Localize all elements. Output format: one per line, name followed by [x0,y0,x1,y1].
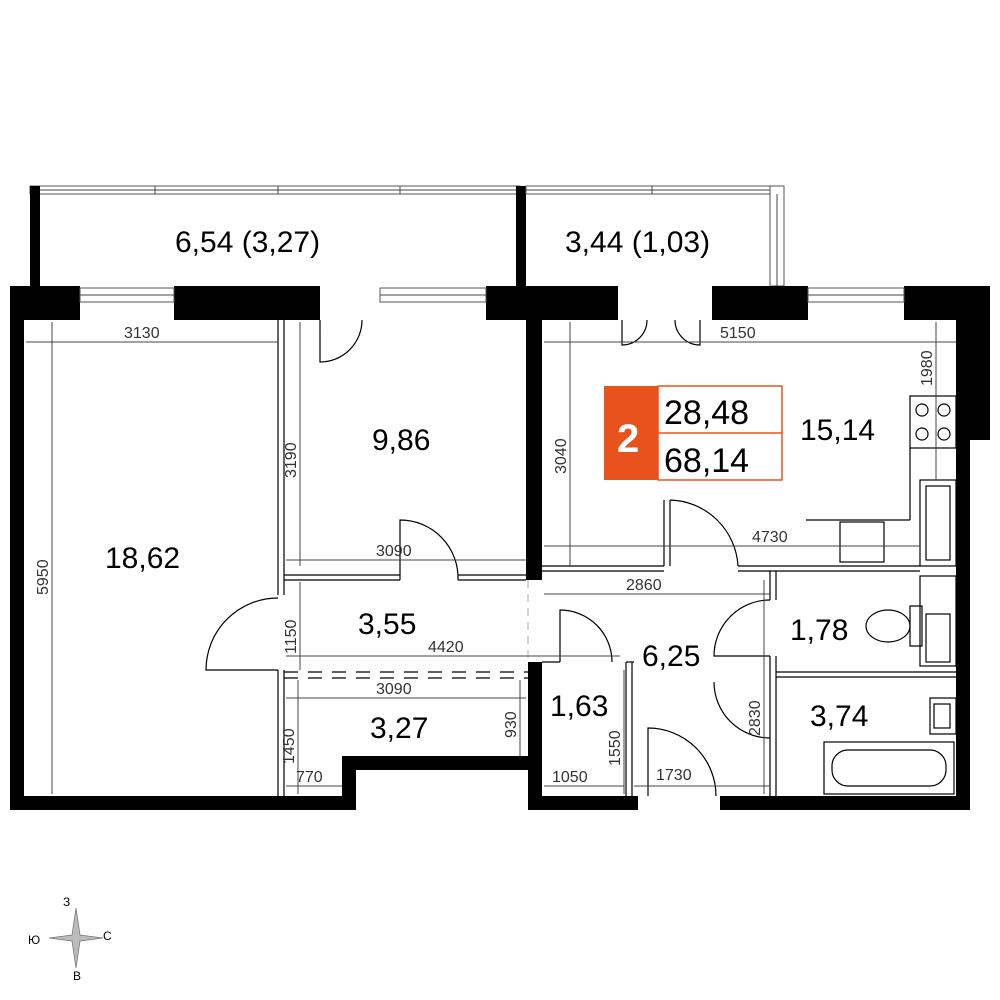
badge-living-area: 28,48 [664,394,749,432]
room-living: 18,62 [105,542,180,575]
badge-total-area: 68,14 [664,442,749,480]
dim-1050: 1050 [552,769,588,786]
dim-5150: 5150 [720,325,756,342]
room-bathroom: 3,74 [810,700,868,733]
compass-north: З [63,895,70,909]
dim-1980: 1980 [919,350,936,386]
dim-3190: 3190 [283,442,300,478]
room-balcony-left: 6,54 (3,27) [175,226,320,259]
room-kitchen: 15,14 [800,414,875,447]
doors [205,319,771,797]
room-hall: 6,25 [642,640,700,673]
room-bedroom: 9,86 [372,424,430,457]
compass-south: В [73,969,81,983]
outer-walls [10,286,990,810]
balcony-left [29,185,526,286]
dim-3040: 3040 [553,438,570,474]
compass-east: С [103,929,112,943]
dim-4730: 4730 [752,529,788,546]
compass-star-icon [48,907,104,969]
dim-5950: 5950 [35,559,52,595]
area-badge: 2 28,48 68,14 [604,385,783,481]
room-balcony-right: 3,44 (1,03) [565,226,710,259]
room-storage-left: 3,27 [370,712,428,745]
room-storage-small: 1,63 [550,690,608,723]
dim-770: 770 [296,769,323,786]
windows [79,287,905,303]
badge-rooms-count: 2 [617,417,639,461]
room-corridor: 3,55 [358,608,416,641]
compass: З С В Ю [28,895,112,983]
dim-930: 930 [503,711,520,738]
dim-2860: 2860 [626,577,662,594]
bathroom-fixtures [823,575,957,795]
dim-3090-bottom: 3090 [376,681,412,698]
zone-dividers [284,580,529,679]
dim-2830: 2830 [747,700,764,736]
interior-walls [277,320,956,796]
dim-3090-top: 3090 [376,543,412,560]
compass-west: Ю [28,933,40,947]
dim-1150: 1150 [283,619,300,654]
dimension-lines [26,322,956,794]
balcony-right [525,185,785,287]
dim-3130: 3130 [124,325,160,342]
dim-1450: 1450 [281,728,298,764]
dim-1730: 1730 [656,767,692,784]
kitchen-fixtures [806,395,957,567]
badge-rooms-box [604,386,658,480]
room-toilet: 1,78 [790,614,848,647]
dim-4420: 4420 [428,639,464,656]
dim-1550: 1550 [607,730,624,766]
